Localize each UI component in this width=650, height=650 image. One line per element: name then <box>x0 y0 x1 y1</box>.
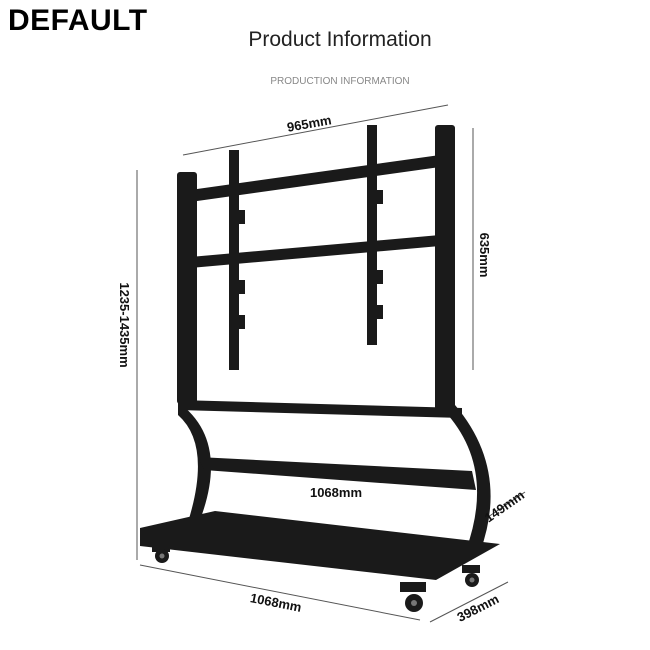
left-post <box>177 172 197 404</box>
right-leg <box>448 405 491 552</box>
watermark-logo: DEFAULT <box>8 4 148 37</box>
base-depth-label: 398mm <box>455 591 502 625</box>
wheel-hubs <box>159 553 475 606</box>
bracket-hooks <box>239 190 383 329</box>
stand-frame <box>140 125 500 612</box>
middle-shelf <box>198 457 476 490</box>
base-shelf <box>140 511 500 580</box>
middle-crossbar <box>190 235 440 268</box>
top-crossbar <box>190 155 440 202</box>
bracket-height-label: 635mm <box>477 233 492 278</box>
bottom-crossbar <box>178 400 462 418</box>
page-title: Product Information <box>248 28 432 51</box>
base-width-label: 1068mm <box>249 590 303 615</box>
middle-shelf-width-label: 1068mm <box>310 485 362 500</box>
right-bracket <box>367 125 377 345</box>
total-height-label: 1235-1435mm <box>117 282 132 367</box>
left-bracket <box>229 150 239 370</box>
dimension-lines <box>136 104 526 623</box>
page-subtitle: PRODUCTION INFORMATION <box>270 76 410 87</box>
left-leg <box>178 402 211 522</box>
right-post <box>435 125 455 410</box>
